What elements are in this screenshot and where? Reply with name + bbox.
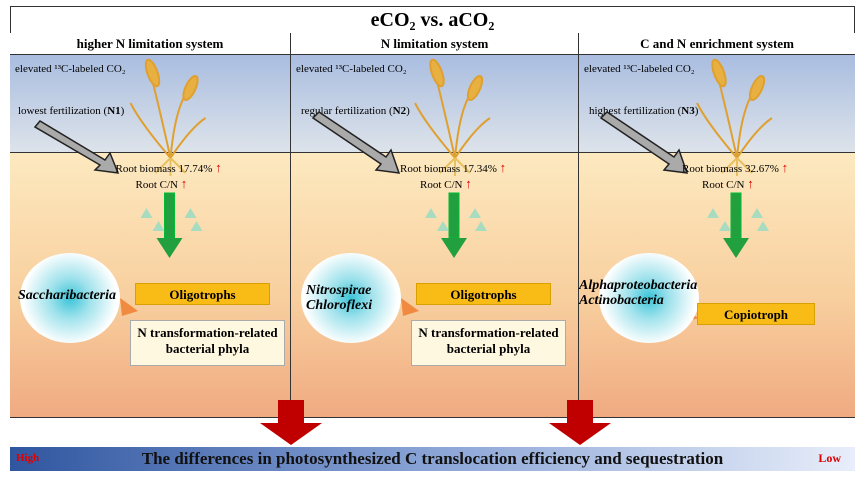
triangle-markers [707, 208, 769, 231]
triangle-markers [425, 208, 487, 231]
red-down-arrow [549, 400, 611, 445]
trophic-group-box: Oligotrophs [416, 283, 551, 305]
efficiency-gradient-bar: High The differences in photosynthesized… [10, 447, 855, 471]
co2-label: elevated ¹³C-labeled CO₂ [296, 63, 407, 75]
fertilization-label: regular fertilization (N2) [301, 105, 410, 117]
taxon-label: Chloroflexi [306, 298, 373, 313]
taxon-label: Saccharibacteria [18, 288, 116, 303]
system-column: C and N enrichment system elevated ¹³C-l… [579, 33, 855, 417]
taxon-label: Actinobacteria [579, 293, 664, 308]
co2-label: elevated ¹³C-labeled CO₂ [584, 63, 695, 75]
bacterial-network-bubble [599, 253, 699, 343]
orange-pointer-icon [120, 298, 138, 316]
fertilization-label: lowest fertilization (N1) [18, 105, 125, 117]
root-cn-label: Root C/N ↑ [135, 176, 188, 191]
column-header: N limitation system [291, 33, 578, 55]
gradient-message: The differences in photosynthesized C tr… [141, 449, 724, 468]
root-cn-label: Root C/N ↑ [702, 176, 754, 191]
red-down-arrow [260, 400, 322, 445]
green-down-arrow-head [441, 238, 467, 258]
low-label: Low [818, 451, 841, 465]
wheat-plant-icon [129, 58, 207, 176]
orange-pointer-icon [401, 298, 419, 316]
gray-arrow-icon [33, 120, 120, 174]
trophic-group-box: Copiotroph [697, 303, 815, 325]
wheat-plant-icon [696, 58, 773, 176]
green-down-arrow-head [156, 238, 183, 258]
root-biomass-label: Root biomass 32.67% ↑ [682, 160, 789, 175]
system-column: higher N limitation system elevated ¹³C-… [10, 33, 291, 417]
root-biomass-label: Root biomass 17.74% ↑ [115, 160, 222, 175]
bacterial-network-bubble [20, 253, 120, 343]
wheat-plant-icon [414, 58, 491, 176]
trophic-group-box: Oligotrophs [135, 283, 270, 305]
triangle-markers [140, 208, 203, 231]
plant-illustration [599, 58, 773, 323]
root-biomass-label: Root biomass 17.34% ↑ [400, 160, 507, 175]
taxon-label: Nitrospirae [306, 283, 372, 298]
taxa-labels: Saccharibacteria [18, 288, 116, 303]
root-cn-label: Root C/N ↑ [420, 176, 472, 191]
column-header: C and N enrichment system [579, 33, 855, 55]
high-label: High [16, 452, 40, 464]
co2-label: elevated ¹³C-labeled CO₂ [15, 63, 126, 75]
gray-arrow-icon [599, 111, 689, 174]
bacterial-phyla-box: N transformation-related bacterial phyla [130, 320, 285, 366]
bacterial-network-bubble [301, 253, 401, 343]
taxon-label: Alphaproteobacteria [579, 278, 698, 293]
bacterial-phyla-box: N transformation-related bacterial phyla [411, 320, 566, 366]
column-header: higher N limitation system [10, 33, 290, 55]
fertilization-label: highest fertilization (N3) [589, 105, 699, 117]
plant-illustration [33, 58, 207, 316]
system-column: N limitation system elevated ¹³C-labeled… [291, 33, 579, 417]
plant-illustration [311, 58, 491, 316]
gray-arrow-icon [311, 111, 401, 174]
green-down-arrow-head [723, 238, 749, 258]
